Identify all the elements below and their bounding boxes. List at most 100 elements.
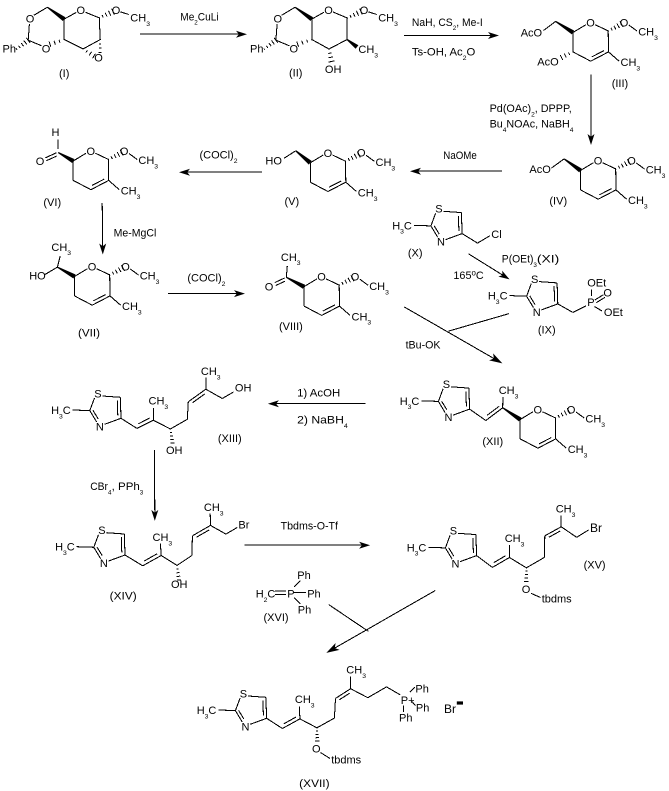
svg-text:CH: CH: [149, 396, 165, 408]
svg-text:3: 3: [572, 512, 576, 519]
svg-text:O: O: [36, 156, 45, 168]
svg-text:(XV): (XV): [584, 560, 606, 572]
svg-text:3: 3: [156, 279, 160, 286]
svg-text:Pd(OAc): Pd(OAc): [490, 103, 531, 115]
svg-text:C: C: [404, 220, 412, 232]
svg-text:O: O: [594, 156, 603, 168]
svg-text:3: 3: [601, 422, 605, 429]
svg-text:CH: CH: [346, 665, 362, 677]
svg-text:H: H: [256, 589, 264, 601]
svg-text:O: O: [324, 148, 333, 160]
svg-text:H: H: [51, 405, 59, 417]
svg-text:O: O: [290, 44, 299, 56]
svg-text:(XVII): (XVII): [299, 778, 329, 790]
svg-text:O: O: [274, 14, 283, 26]
svg-text:3: 3: [362, 673, 366, 680]
svg-text:2: 2: [531, 111, 535, 118]
svg-text:, DPPP,: , DPPP,: [535, 103, 572, 115]
svg-text:(VIII): (VIII): [279, 321, 303, 333]
svg-text:3: 3: [137, 194, 141, 201]
svg-text:Ts-OH, Ac: Ts-OH, Ac: [412, 47, 463, 59]
svg-text:O: O: [265, 282, 274, 294]
svg-text:3: 3: [521, 541, 525, 548]
svg-text:(XI): (XI): [537, 254, 559, 266]
svg-text:O: O: [603, 288, 612, 300]
svg-text:O: O: [620, 17, 629, 29]
svg-text:NOAc, NaBH: NOAc, NaBH: [506, 119, 569, 131]
svg-text:H: H: [488, 291, 496, 303]
svg-text:O: O: [357, 148, 366, 160]
svg-text:Br: Br: [590, 521, 602, 535]
svg-text:3: 3: [374, 52, 378, 59]
svg-text:NaOMe: NaOMe: [443, 150, 477, 162]
svg-text:CH: CH: [376, 157, 392, 169]
svg-text:3: 3: [63, 550, 67, 557]
svg-text:CH: CH: [556, 504, 572, 516]
svg-text:(XIV): (XIV): [110, 591, 137, 603]
svg-text:tbdms: tbdms: [331, 754, 361, 766]
svg-text:Me: Me: [180, 11, 194, 23]
svg-text:CH: CH: [121, 186, 137, 198]
svg-text:O: O: [534, 405, 543, 417]
svg-text:3: 3: [140, 489, 144, 496]
svg-text:C: C: [411, 396, 419, 408]
svg-text:Tbdms-O-Tf: Tbdms-O-Tf: [281, 521, 339, 533]
svg-text:o: o: [472, 268, 477, 277]
svg-text:3: 3: [385, 289, 389, 296]
svg-text:H: H: [55, 542, 63, 554]
svg-text:O: O: [94, 53, 103, 65]
svg-text:CH: CH: [505, 533, 521, 545]
svg-text:3: 3: [496, 299, 500, 306]
svg-text:4: 4: [570, 127, 574, 134]
svg-text:NaH, CS: NaH, CS: [412, 17, 453, 29]
svg-text:O: O: [360, 5, 369, 17]
svg-text:3: 3: [415, 551, 419, 558]
svg-text:S: S: [443, 379, 450, 391]
svg-text:N: N: [242, 721, 250, 733]
svg-text:HO: HO: [29, 271, 46, 283]
svg-text:CH: CH: [621, 57, 637, 69]
svg-text:(COCl): (COCl): [187, 273, 221, 285]
svg-text:CH: CH: [204, 502, 220, 514]
svg-text:3: 3: [584, 453, 588, 460]
svg-text:3: 3: [217, 374, 221, 381]
svg-text:3: 3: [311, 703, 315, 710]
svg-text:2: 2: [264, 597, 268, 604]
svg-text:3: 3: [146, 21, 150, 28]
svg-text:C: C: [208, 705, 216, 717]
svg-text:165: 165: [453, 270, 471, 282]
svg-text:CH: CH: [378, 13, 394, 25]
svg-text:OH: OH: [171, 579, 188, 591]
svg-text:C: C: [500, 291, 508, 303]
svg-text:O: O: [522, 584, 531, 596]
svg-text:tBu-OK: tBu-OK: [406, 340, 442, 352]
svg-text:CH: CH: [568, 444, 584, 456]
svg-text:Ph: Ph: [415, 684, 428, 696]
svg-text:P(OEt): P(OEt): [502, 254, 534, 266]
svg-text:OH: OH: [235, 382, 252, 394]
svg-text:(VI): (VI): [43, 197, 61, 209]
svg-text:(VII): (VII): [78, 327, 100, 339]
svg-text:O: O: [312, 743, 321, 755]
svg-text:O: O: [567, 404, 576, 416]
svg-text:CH: CH: [281, 252, 297, 264]
svg-text:CBr: CBr: [90, 481, 108, 493]
svg-text:3: 3: [374, 196, 378, 203]
svg-text:S: S: [435, 204, 442, 216]
svg-text:(XII): (XII): [482, 436, 503, 448]
svg-text:3: 3: [408, 404, 412, 411]
svg-text:3: 3: [367, 320, 371, 327]
svg-text:H: H: [407, 542, 415, 554]
svg-text:AcO: AcO: [529, 164, 551, 176]
svg-text:Ph: Ph: [416, 703, 429, 715]
svg-text:Ph: Ph: [307, 589, 320, 601]
svg-text:3: 3: [138, 310, 142, 317]
svg-text:CH: CH: [130, 13, 146, 25]
svg-text:OEt: OEt: [604, 307, 623, 319]
svg-text:CH: CH: [352, 311, 368, 323]
svg-text:P: P: [287, 589, 294, 601]
svg-text:4: 4: [108, 489, 112, 496]
svg-text:(I): (I): [59, 68, 69, 80]
svg-text:2: 2: [453, 25, 457, 32]
svg-text:Ph: Ph: [298, 605, 311, 617]
